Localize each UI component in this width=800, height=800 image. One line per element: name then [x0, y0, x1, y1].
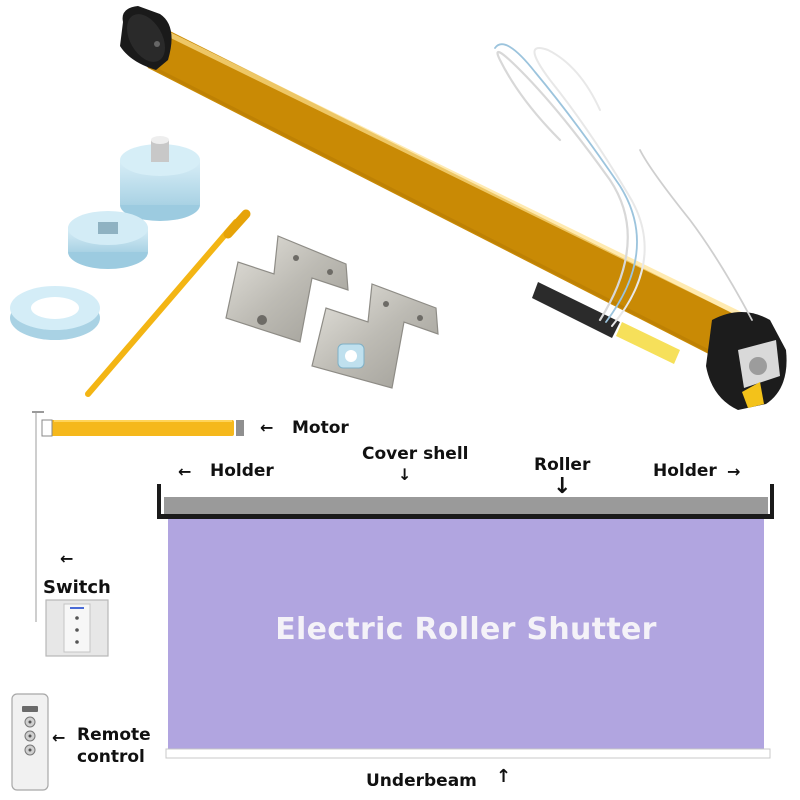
label-remote-line1: Remote — [77, 725, 151, 745]
label-underbeam: Underbeam — [366, 771, 477, 791]
label-motor: Motor — [292, 418, 349, 438]
cover-shell-arrow-icon: ↓ — [398, 465, 412, 484]
mounting-brackets — [225, 235, 439, 389]
motor-arrow-icon: ← — [260, 418, 274, 437]
label-roller: Roller — [534, 455, 591, 475]
label-holder-right: Holder — [653, 461, 717, 481]
cover-shell — [157, 484, 774, 519]
remote-arrow-icon: ← — [52, 728, 66, 747]
crank-rod — [85, 209, 251, 397]
holder-right-arrow-icon: → — [727, 462, 741, 481]
label-cover-shell: Cover shell — [362, 444, 469, 464]
switch-arrow-icon: ← — [60, 549, 74, 568]
label-holder-left: Holder — [210, 461, 274, 481]
motor-diagram — [41, 419, 244, 437]
remote-control — [11, 693, 49, 791]
holder-left-arrow-icon: ← — [178, 462, 192, 481]
wiring-frame — [32, 411, 44, 622]
motor-wires — [494, 43, 753, 327]
wall-switch — [45, 599, 109, 657]
underbeam-arrow-icon: ↑ — [496, 766, 512, 787]
label-switch: Switch — [43, 577, 111, 598]
underbeam-bar — [165, 748, 771, 759]
tubular-motor — [120, 6, 787, 410]
shutter-title: Electric Roller Shutter — [275, 612, 657, 647]
roller-bar — [164, 497, 768, 514]
label-remote-line2: control — [77, 747, 145, 767]
shutter-fabric — [168, 519, 764, 749]
roller-arrow-icon: ↓ — [553, 474, 572, 499]
adapter-parts — [10, 136, 200, 340]
